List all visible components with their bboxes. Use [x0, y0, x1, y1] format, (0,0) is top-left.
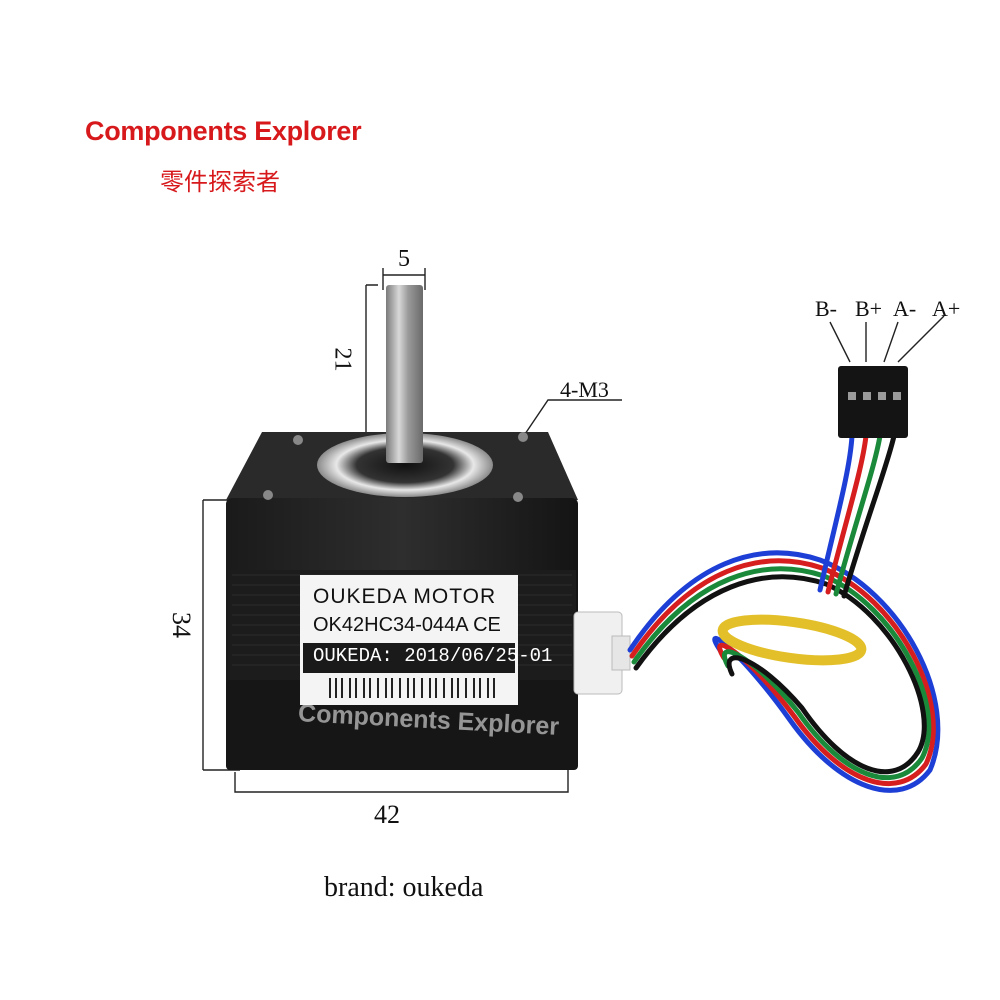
- ce-mark: CE: [473, 614, 501, 636]
- pin-label-a-plus: A+: [932, 296, 961, 321]
- mount-holes-label: 4-M3: [560, 377, 609, 402]
- barcode: [329, 678, 495, 698]
- pin-leader-lines: [829, 315, 945, 363]
- mount-hole: [513, 492, 523, 502]
- motor-shaft: [386, 285, 423, 463]
- motor-boss: [317, 433, 493, 497]
- shaft-length-label: 21: [329, 347, 356, 372]
- mount-hole: [263, 490, 273, 500]
- brand-title-cn: 零件探索者: [160, 168, 280, 196]
- motor-model-number: OK42HC34-044A: [313, 614, 468, 636]
- rubber-band: [717, 614, 867, 666]
- body-width-label: 42: [374, 800, 400, 829]
- body-height-label: 34: [167, 612, 196, 638]
- pin-label-b-plus: B+: [855, 296, 883, 321]
- pin-label-a-minus: A-: [893, 296, 917, 321]
- mount-hole: [518, 432, 528, 442]
- cable-bundle: [627, 433, 941, 793]
- mount-hole: [293, 435, 303, 445]
- dupont-connector: [838, 366, 908, 438]
- pin-label-b-minus: B-: [815, 296, 837, 321]
- brand-caption: brand: oukeda: [324, 872, 484, 903]
- motor-label-brand: OUKEDA MOTOR: [313, 585, 497, 608]
- motor-label-model: OK42HC34-044A CE: [313, 614, 501, 637]
- stepper-motor: [226, 285, 631, 770]
- brand-title-en: Components Explorer: [85, 116, 362, 146]
- shaft-diameter-label: 5: [398, 246, 410, 272]
- motor-label-date: OUKEDA: 2018/06/25-01: [313, 645, 553, 667]
